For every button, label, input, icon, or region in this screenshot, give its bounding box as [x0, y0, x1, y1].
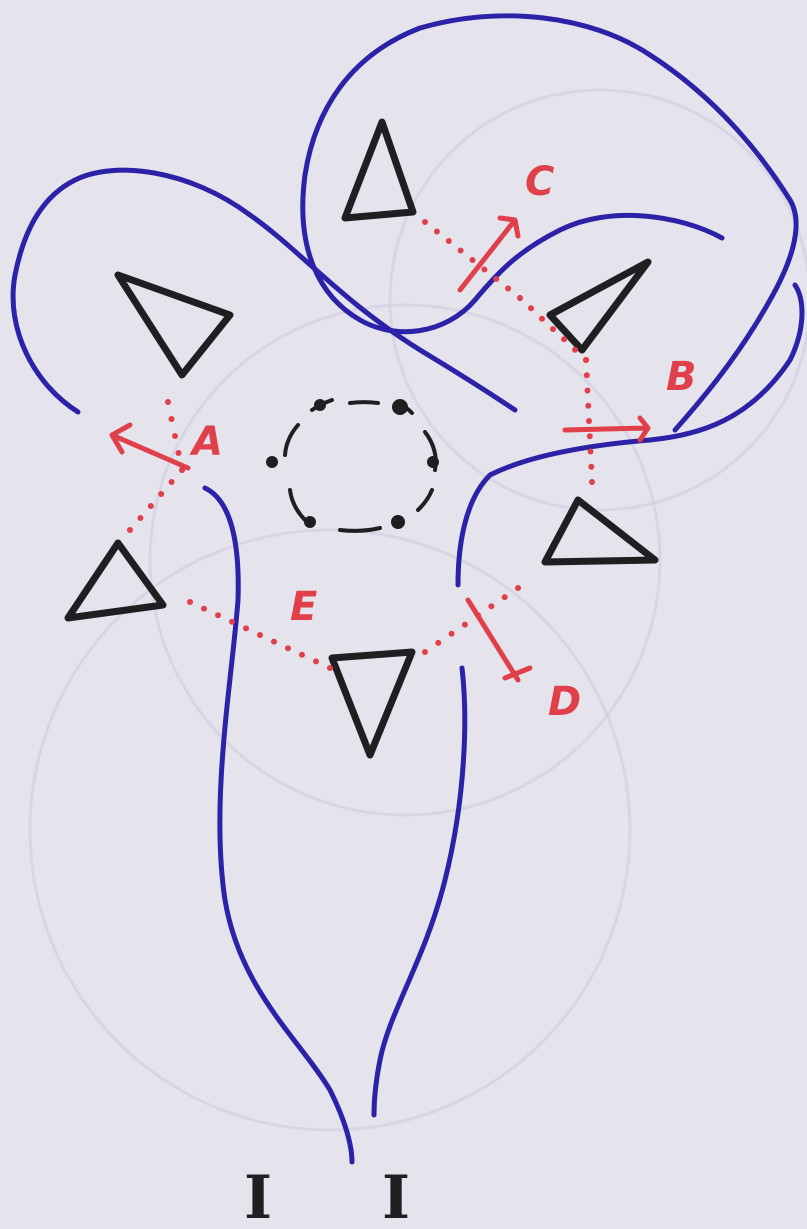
- label-a: A: [189, 419, 223, 465]
- dotted-link-dot: [488, 603, 494, 609]
- dotted-link-dot: [458, 248, 464, 254]
- dotted-link-dot: [169, 479, 175, 485]
- dotted-link-dot: [493, 276, 499, 282]
- label-b: B: [666, 354, 697, 400]
- dotted-link-dot: [589, 479, 595, 485]
- dotted-link-dot: [327, 665, 333, 671]
- dotted-link-dot: [422, 219, 428, 225]
- dotted-link-dot: [201, 606, 207, 612]
- dotted-link-dot: [313, 658, 319, 664]
- dotted-link-dot: [481, 267, 487, 273]
- dotted-link-dot: [517, 295, 523, 301]
- dotted-link-dot: [584, 372, 590, 378]
- end-marker-right: I: [382, 1163, 410, 1229]
- dotted-link-dot: [528, 305, 534, 311]
- dotted-link-dot: [127, 527, 133, 533]
- dotted-link-dot: [243, 625, 249, 631]
- label-e: E: [290, 584, 317, 630]
- dotted-link-dot: [446, 238, 452, 244]
- dotted-link-dot: [148, 503, 154, 509]
- dotted-link-dot: [561, 336, 567, 342]
- dotted-link-dot: [588, 449, 594, 455]
- dotted-link-dot: [505, 286, 511, 292]
- dotted-link-dot: [539, 316, 545, 322]
- dotted-link-dot: [587, 433, 593, 439]
- dotted-link-dot: [422, 649, 428, 655]
- dotted-link-dot: [165, 399, 171, 405]
- dotted-link-dot: [257, 632, 263, 638]
- dotted-link-dot: [158, 491, 164, 497]
- dotted-link-dot: [172, 433, 178, 439]
- dotted-link-dot: [585, 388, 591, 394]
- dotted-link-dot: [515, 585, 521, 591]
- dotted-link-dot: [583, 357, 589, 363]
- dotted-link-dot: [502, 594, 508, 600]
- dotted-link-dot: [299, 652, 305, 658]
- dotted-link-dot: [229, 619, 235, 625]
- dotted-link-dot: [585, 403, 591, 409]
- dotted-link-dot: [187, 599, 193, 605]
- dotted-link-dot: [588, 464, 594, 470]
- label-d: D: [548, 679, 581, 725]
- dotted-link-dot: [572, 347, 578, 353]
- end-marker-left: I: [244, 1163, 272, 1229]
- label-c: C: [525, 159, 554, 205]
- dotted-link-dot: [434, 229, 440, 235]
- dotted-link-dot: [176, 450, 182, 456]
- dotted-link-dot: [550, 326, 556, 332]
- dotted-link-dot: [271, 639, 277, 645]
- dotted-link-dot: [462, 622, 468, 628]
- dotted-link-dot: [586, 418, 592, 424]
- dotted-link-dot: [435, 640, 441, 646]
- dotted-link-dot: [285, 645, 291, 651]
- dotted-link-dot: [470, 257, 476, 263]
- dotted-link-dot: [215, 612, 221, 618]
- dotted-link-dot: [169, 416, 175, 422]
- dotted-link-dot: [137, 515, 143, 521]
- dotted-link-dot: [449, 631, 455, 637]
